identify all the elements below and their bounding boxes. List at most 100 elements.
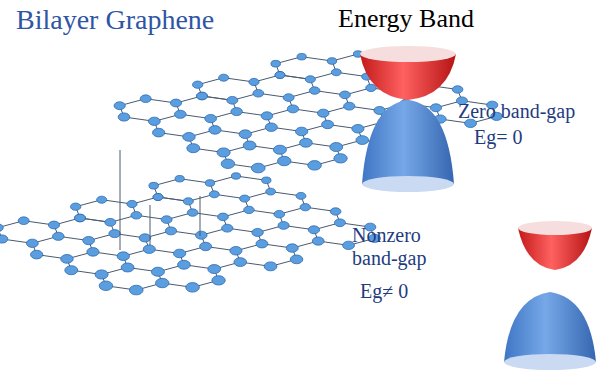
atom bbox=[173, 249, 185, 258]
atom bbox=[61, 255, 73, 264]
atom bbox=[109, 230, 120, 238]
atom bbox=[212, 276, 225, 285]
atom bbox=[143, 245, 155, 253]
gap-value: Eg≠ 0 bbox=[360, 280, 408, 303]
atom bbox=[309, 87, 320, 94]
atom bbox=[344, 102, 355, 110]
atom bbox=[187, 144, 200, 153]
atom bbox=[305, 76, 315, 83]
atom bbox=[186, 283, 200, 293]
atom bbox=[266, 188, 276, 195]
atom bbox=[278, 222, 289, 230]
atom bbox=[83, 236, 95, 244]
atom bbox=[178, 260, 191, 269]
atom bbox=[356, 136, 369, 145]
atom bbox=[165, 227, 176, 235]
atom bbox=[253, 90, 264, 98]
atom bbox=[95, 270, 108, 279]
atom bbox=[452, 86, 463, 93]
atom bbox=[300, 138, 313, 147]
band-label: Zero band-gap bbox=[458, 100, 575, 123]
atom bbox=[183, 133, 195, 142]
atom bbox=[26, 239, 38, 247]
atom bbox=[149, 182, 159, 189]
atom bbox=[153, 194, 163, 201]
atom bbox=[249, 78, 259, 85]
band-label: Nonzero band-gap bbox=[352, 224, 452, 270]
band-cones-zero-gap bbox=[360, 46, 456, 192]
atom bbox=[152, 128, 164, 137]
atom bbox=[297, 53, 306, 59]
atom bbox=[274, 210, 285, 217]
atom bbox=[200, 242, 212, 250]
band-cones-nonzero-gap bbox=[504, 221, 596, 370]
atom bbox=[175, 175, 184, 181]
gap-value: Eg= 0 bbox=[474, 126, 523, 149]
atom bbox=[330, 208, 341, 215]
atom bbox=[127, 200, 137, 207]
atom bbox=[156, 278, 169, 287]
atom bbox=[251, 163, 265, 173]
atom bbox=[197, 92, 208, 100]
atom bbox=[75, 214, 86, 222]
atom bbox=[273, 145, 286, 154]
atom bbox=[296, 192, 306, 199]
atom bbox=[118, 113, 130, 121]
atom bbox=[175, 110, 187, 118]
atom bbox=[196, 231, 208, 239]
atom bbox=[262, 177, 271, 184]
atom bbox=[53, 232, 65, 240]
atom bbox=[322, 120, 334, 128]
atom bbox=[121, 263, 134, 272]
atom bbox=[183, 198, 193, 205]
atom bbox=[265, 123, 277, 131]
atom bbox=[240, 195, 250, 202]
atom bbox=[218, 213, 229, 221]
atom bbox=[148, 117, 160, 125]
atom bbox=[87, 248, 99, 257]
atom bbox=[287, 105, 298, 113]
atom bbox=[318, 109, 330, 117]
atom bbox=[340, 91, 351, 99]
atom bbox=[278, 156, 291, 165]
atom bbox=[222, 224, 233, 232]
atom bbox=[283, 94, 294, 102]
atom bbox=[300, 204, 310, 211]
atom bbox=[151, 267, 164, 276]
atom bbox=[0, 235, 8, 243]
atom bbox=[161, 216, 172, 224]
atom bbox=[205, 114, 217, 122]
atom bbox=[239, 130, 251, 139]
title: Bilayer Graphene bbox=[16, 4, 214, 36]
atom bbox=[170, 99, 181, 107]
atom bbox=[308, 161, 322, 171]
atom bbox=[308, 226, 319, 234]
atom bbox=[140, 95, 151, 103]
atom bbox=[334, 154, 347, 163]
atom bbox=[187, 209, 198, 216]
atom bbox=[221, 159, 235, 168]
atom bbox=[352, 125, 364, 134]
atom bbox=[129, 285, 143, 295]
atom bbox=[192, 81, 202, 88]
atom bbox=[65, 266, 78, 275]
atom bbox=[48, 221, 59, 229]
atom bbox=[217, 148, 230, 157]
interlayer-bond bbox=[120, 150, 121, 250]
atom bbox=[114, 102, 125, 110]
atom bbox=[327, 58, 336, 65]
atom bbox=[230, 247, 242, 256]
atom bbox=[286, 244, 298, 252]
interlayer-bond bbox=[150, 205, 151, 245]
atom bbox=[234, 258, 247, 267]
atom bbox=[97, 196, 107, 203]
atom bbox=[261, 112, 273, 120]
atom bbox=[290, 255, 302, 264]
atom bbox=[252, 228, 263, 236]
atom bbox=[197, 92, 208, 100]
atom bbox=[227, 96, 238, 104]
graphene-lattice bbox=[0, 51, 502, 295]
atom bbox=[231, 108, 242, 116]
atom bbox=[208, 265, 221, 274]
